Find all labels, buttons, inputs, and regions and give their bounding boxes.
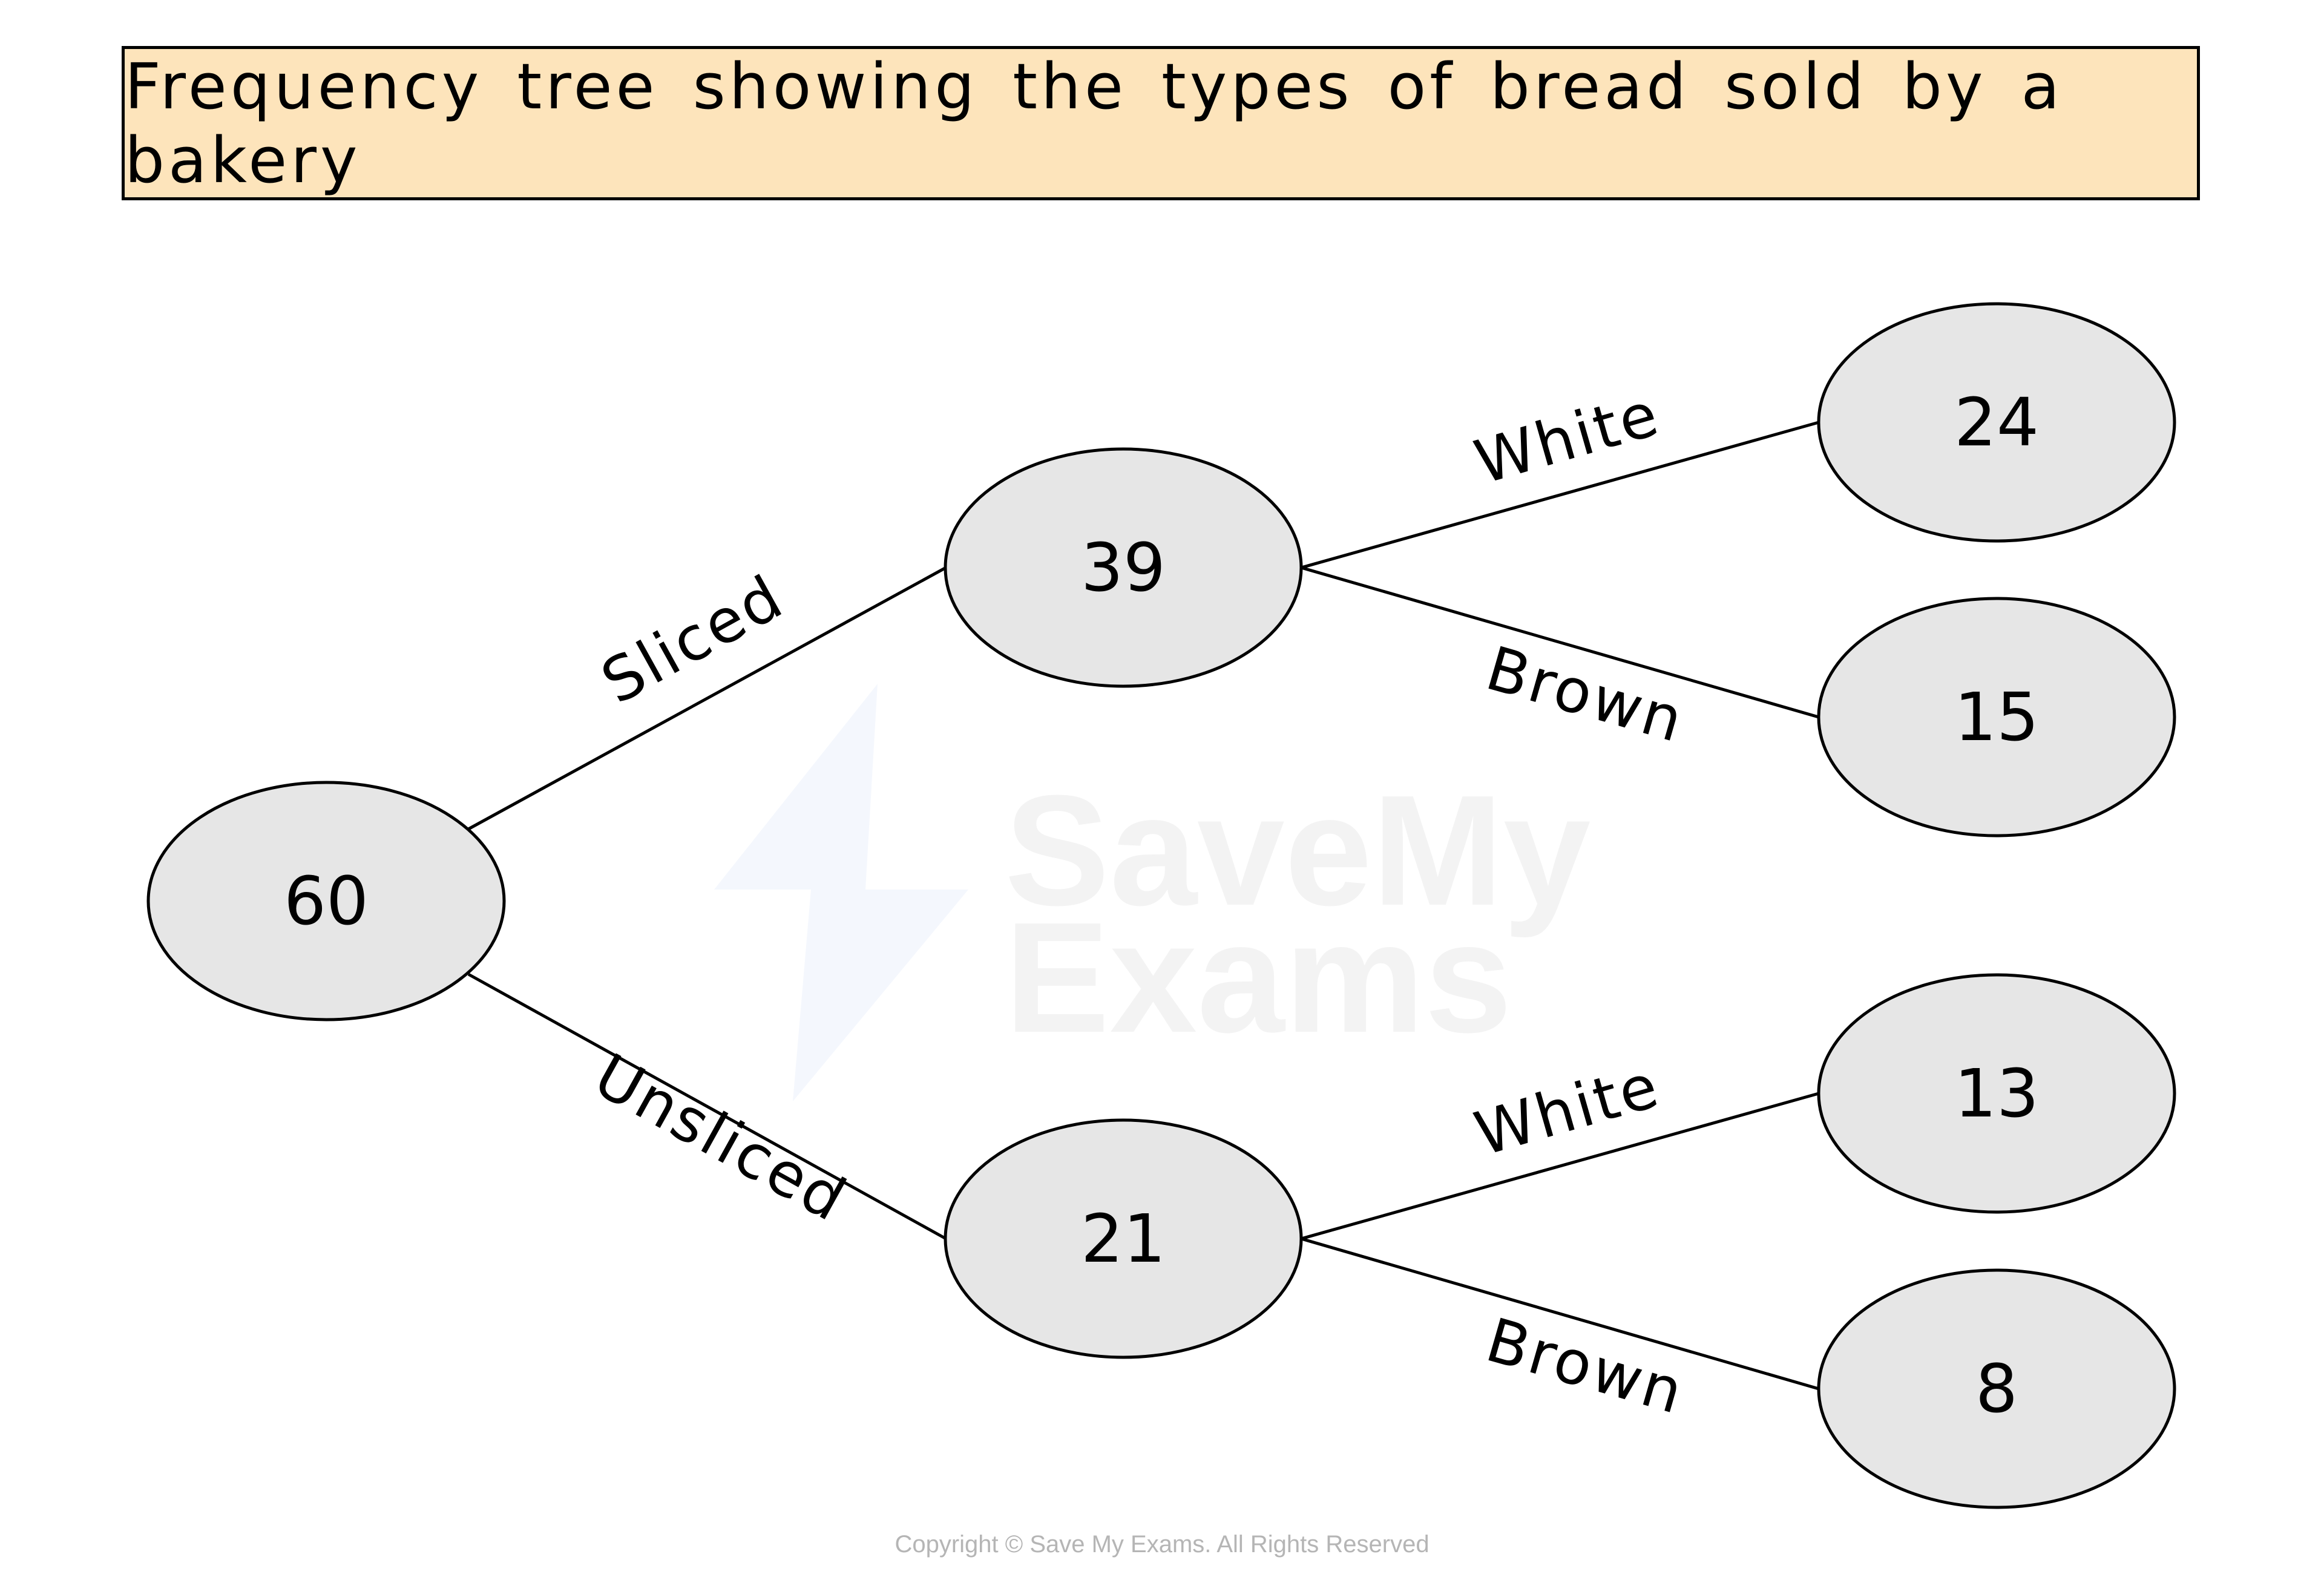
branch-line-sliced-brown <box>1301 566 1819 719</box>
branch-line-sliced-white <box>1301 421 1819 569</box>
watermark-bolt-icon <box>714 684 968 1101</box>
branch-line-unsliced <box>467 972 947 1241</box>
node-unsliced <box>944 1118 1303 1359</box>
watermark-line2: Exams <box>1005 890 1512 1066</box>
copyright-notice: Copyright © Save My Exams. All Rights Re… <box>894 1531 1430 1558</box>
node-sliced-white-value: 24 <box>1954 384 2039 461</box>
branch-line-unsliced-brown <box>1301 1237 1819 1391</box>
node-sliced-white <box>1817 302 2176 543</box>
node-unsliced-white <box>1817 973 2176 1214</box>
node-sliced-brown <box>1817 597 2176 838</box>
node-unsliced-value: 21 <box>1081 1200 1166 1277</box>
title-box: Frequency tree showing the types of brea… <box>122 46 2200 200</box>
node-unsliced-white-value: 13 <box>1954 1055 2039 1132</box>
node-unsliced-brown-value: 8 <box>1975 1350 2018 1428</box>
branch-label-sliced: Sliced <box>590 561 795 718</box>
branch-label-unsliced-white: White <box>1467 1050 1667 1170</box>
branch-lines <box>467 421 1819 1391</box>
node-root <box>146 781 506 1021</box>
node-unsliced-brown <box>1817 1268 2176 1509</box>
branch-line-unsliced-white <box>1301 1092 1819 1241</box>
node-sliced-brown-value: 15 <box>1954 678 2039 756</box>
node-sliced-value: 39 <box>1081 529 1166 606</box>
node-root-value: 60 <box>284 862 369 940</box>
branch-label-sliced-white: White <box>1467 378 1667 498</box>
branch-label-unsliced-brown: Brown <box>1479 1305 1692 1428</box>
branch-line-sliced <box>467 566 947 831</box>
node-sliced <box>944 447 1303 688</box>
watermark: SaveMy Exams <box>714 684 1592 1101</box>
watermark-line1: SaveMy <box>1005 763 1592 939</box>
diagram-title: Frequency tree showing the types of brea… <box>125 49 2064 197</box>
